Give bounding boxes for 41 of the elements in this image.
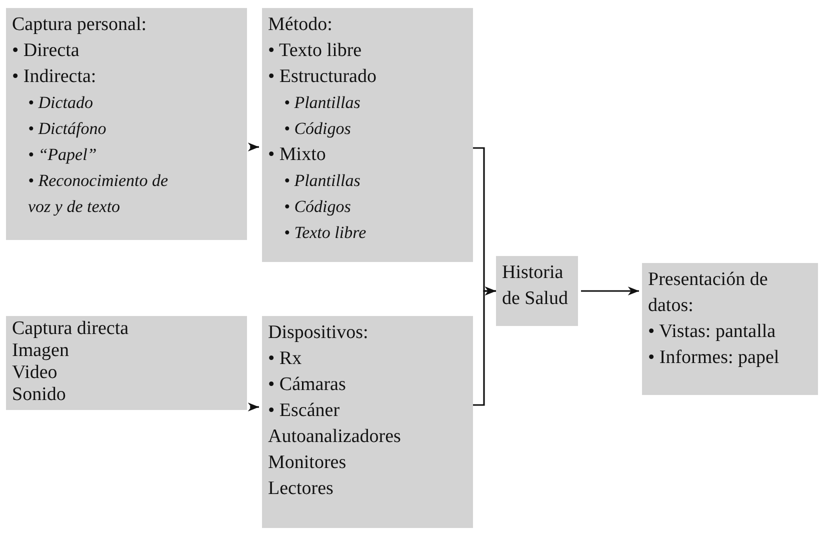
sub-list-item: • Códigos — [283, 196, 352, 218]
box-text: Dispositivos: — [268, 321, 370, 345]
text-box — [496, 256, 578, 326]
list-item: • Informes: papel — [648, 346, 780, 370]
text-box — [262, 8, 473, 262]
text-box — [6, 316, 247, 410]
box-text: Autoanalizadores — [268, 425, 402, 449]
sub-list-item: • Texto libre — [283, 222, 368, 244]
box-text: Sonido — [12, 384, 67, 406]
box-text: Video — [12, 362, 58, 384]
box-text: Método: — [268, 13, 334, 37]
text-box — [642, 263, 818, 395]
arrow — [248, 142, 259, 152]
box-text: Imagen — [12, 340, 70, 362]
box-text: Historia de Salud — [502, 261, 569, 311]
sub-list-item: • Dictado — [27, 92, 94, 114]
arrow — [248, 402, 259, 412]
list-item: • Indirecta: — [12, 65, 98, 89]
list-item: • Estructurado — [268, 65, 378, 89]
text-box — [6, 8, 247, 240]
list-item: • Rx — [268, 347, 303, 371]
box-text: Monitores — [268, 451, 348, 475]
arrow — [473, 286, 496, 406]
box-text: Captura directa — [12, 318, 130, 340]
box-text: Lectores — [268, 477, 334, 501]
sub-list-item: • “Papel” — [27, 144, 98, 166]
sub-list-item: • Dictáfono — [27, 118, 108, 140]
list-item: • Texto libre — [268, 39, 363, 63]
list-item: • Vistas: pantalla — [648, 320, 777, 344]
arrow — [581, 286, 639, 296]
list-item: • Escáner — [268, 399, 341, 423]
sub-list-item: • Reconocimiento de voz y de texto — [27, 170, 168, 218]
list-item: • Directa — [12, 39, 80, 63]
list-item: • Mixto — [268, 143, 327, 167]
sub-list-item: • Plantillas — [283, 92, 362, 114]
box-text: Captura personal: — [12, 13, 148, 37]
box-text: Presentación de datos: — [648, 268, 769, 318]
text-box — [262, 316, 473, 528]
list-item: • Cámaras — [268, 373, 347, 397]
sub-list-item: • Plantillas — [283, 170, 362, 192]
sub-list-item: • Códigos — [283, 118, 352, 140]
